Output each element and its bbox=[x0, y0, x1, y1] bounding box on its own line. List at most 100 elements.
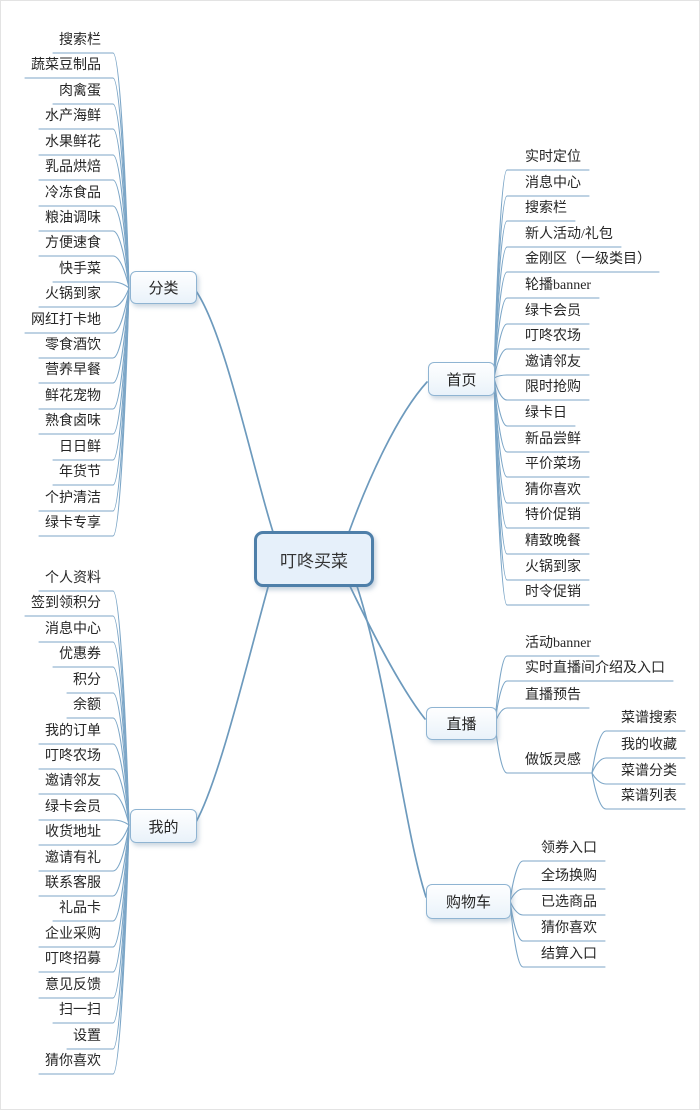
leaf-topic[interactable]: 火锅到家 bbox=[525, 560, 581, 575]
leaf-topic[interactable]: 结算入口 bbox=[541, 947, 597, 962]
leaf-connector-line bbox=[591, 772, 686, 810]
leaf-topic[interactable]: 全场换购 bbox=[541, 869, 597, 884]
leaf-connector-line bbox=[38, 230, 130, 289]
leaf-topic[interactable]: 邀请有礼 bbox=[45, 851, 101, 866]
leaf-topic[interactable]: 新品尝鲜 bbox=[525, 432, 581, 447]
leaf-topic[interactable]: 水产海鲜 bbox=[45, 109, 101, 124]
leaf-topic[interactable]: 叮咚农场 bbox=[45, 749, 101, 764]
leaf-topic[interactable]: 我的收藏 bbox=[621, 738, 677, 753]
leaf-topic[interactable]: 收货地址 bbox=[45, 825, 101, 840]
leaf-topic[interactable]: 猜你喜欢 bbox=[541, 921, 597, 936]
leaf-connector-line bbox=[591, 772, 686, 785]
leaf-topic[interactable]: 设置 bbox=[73, 1029, 101, 1044]
leaf-topic[interactable]: 肉禽蛋 bbox=[59, 84, 101, 99]
leaf-topic[interactable]: 方便速食 bbox=[45, 236, 101, 251]
leaf-topic[interactable]: 时令促销 bbox=[525, 585, 581, 600]
leaf-topic[interactable]: 实时定位 bbox=[525, 150, 581, 165]
branch-node-live[interactable]: 直播 bbox=[426, 707, 497, 740]
branch-trunk-line bbox=[348, 381, 428, 533]
topic-with-children[interactable]: 做饭灵感 bbox=[525, 753, 581, 768]
leaf-topic[interactable]: 搜索栏 bbox=[59, 33, 101, 48]
leaf-connector-line bbox=[38, 255, 130, 289]
leaf-connector-line bbox=[38, 824, 130, 1075]
branch-node-mine[interactable]: 我的 bbox=[130, 809, 197, 843]
leaf-topic[interactable]: 邀请邻友 bbox=[45, 774, 101, 789]
branch-trunk-line bbox=[195, 579, 271, 823]
leaf-topic[interactable]: 营养早餐 bbox=[45, 363, 101, 378]
leaf-topic[interactable]: 粮油调味 bbox=[45, 211, 101, 226]
leaf-topic[interactable]: 积分 bbox=[73, 673, 101, 688]
leaf-connector-line bbox=[591, 730, 686, 774]
leaf-topic[interactable]: 轮播banner bbox=[525, 278, 592, 293]
branch-node-categories[interactable]: 分类 bbox=[130, 271, 197, 304]
leaf-topic[interactable]: 平价菜场 bbox=[525, 457, 581, 472]
leaf-topic[interactable]: 已选商品 bbox=[541, 895, 597, 910]
leaf-topic[interactable]: 活动banner bbox=[525, 636, 592, 651]
leaf-topic[interactable]: 冷冻食品 bbox=[45, 186, 101, 201]
leaf-connector-line bbox=[38, 793, 130, 826]
leaf-connector-line bbox=[52, 281, 130, 289]
leaf-topic[interactable]: 礼品卡 bbox=[59, 901, 101, 916]
leaf-topic[interactable]: 绿卡会员 bbox=[45, 800, 101, 815]
leaf-topic[interactable]: 实时直播间介绍及入口 bbox=[525, 661, 665, 676]
leaf-topic[interactable]: 联系客服 bbox=[45, 876, 101, 891]
leaf-topic[interactable]: 猜你喜欢 bbox=[525, 483, 581, 498]
leaf-topic[interactable]: 特价促销 bbox=[525, 508, 581, 523]
branch-node-cart[interactable]: 购物车 bbox=[426, 884, 511, 919]
leaf-connector-line bbox=[38, 824, 130, 973]
leaf-topic[interactable]: 绿卡日 bbox=[525, 406, 567, 421]
leaf-topic[interactable]: 领券入口 bbox=[541, 841, 597, 856]
leaf-connector-line bbox=[494, 707, 590, 724]
leaf-topic[interactable]: 蔬菜豆制品 bbox=[31, 58, 101, 73]
leaf-topic[interactable]: 年货节 bbox=[59, 465, 101, 480]
leaf-topic[interactable]: 限时抢购 bbox=[525, 380, 581, 395]
leaf-topic[interactable]: 叮咚招募 bbox=[45, 952, 101, 967]
leaf-topic[interactable]: 熟食卤味 bbox=[45, 414, 101, 429]
branch-trunk-line bbox=[195, 290, 274, 533]
leaf-topic[interactable]: 金刚区（一级类目） bbox=[525, 252, 651, 267]
branch-trunk-line bbox=[346, 579, 426, 720]
leaf-topic[interactable]: 邀请邻友 bbox=[525, 355, 581, 370]
central-topic[interactable]: 叮咚买菜 bbox=[254, 531, 374, 587]
leaf-topic[interactable]: 消息中心 bbox=[45, 622, 101, 637]
leaf-connector-line bbox=[38, 824, 130, 846]
leaf-connector-line bbox=[493, 374, 590, 379]
leaf-topic[interactable]: 新人活动/礼包 bbox=[525, 227, 613, 242]
leaf-connector-line bbox=[38, 287, 130, 308]
leaf-topic[interactable]: 火锅到家 bbox=[45, 287, 101, 302]
leaf-topic[interactable]: 日日鲜 bbox=[59, 440, 101, 455]
leaf-connector-line bbox=[591, 757, 686, 774]
leaf-topic[interactable]: 网红打卡地 bbox=[31, 313, 101, 328]
leaf-topic[interactable]: 零食酒饮 bbox=[45, 338, 101, 353]
leaf-topic[interactable]: 猜你喜欢 bbox=[45, 1054, 101, 1069]
leaf-topic[interactable]: 菜谱搜索 bbox=[621, 711, 677, 726]
leaf-topic[interactable]: 叮咚农场 bbox=[525, 329, 581, 344]
leaf-topic[interactable]: 直播预告 bbox=[525, 688, 581, 703]
leaf-topic[interactable]: 我的订单 bbox=[45, 724, 101, 739]
leaf-topic[interactable]: 水果鲜花 bbox=[45, 135, 101, 150]
leaf-connector-line bbox=[493, 377, 590, 606]
leaf-topic[interactable]: 签到领积分 bbox=[31, 596, 101, 611]
leaf-topic[interactable]: 菜谱分类 bbox=[621, 764, 677, 779]
leaf-topic[interactable]: 扫一扫 bbox=[59, 1003, 101, 1018]
leaf-topic[interactable]: 绿卡专享 bbox=[45, 516, 101, 531]
leaf-topic[interactable]: 绿卡会员 bbox=[525, 304, 581, 319]
branch-node-home[interactable]: 首页 bbox=[428, 362, 495, 396]
leaf-topic[interactable]: 菜谱列表 bbox=[621, 789, 677, 804]
leaf-topic[interactable]: 企业采购 bbox=[45, 927, 101, 942]
leaf-topic[interactable]: 意见反馈 bbox=[45, 978, 101, 993]
leaf-topic[interactable]: 乳品烘焙 bbox=[45, 160, 101, 175]
leaf-topic[interactable]: 鲜花宠物 bbox=[45, 389, 101, 404]
leaf-topic[interactable]: 精致晚餐 bbox=[525, 534, 581, 549]
leaf-topic[interactable]: 搜索栏 bbox=[525, 201, 567, 216]
leaf-topic[interactable]: 个护清洁 bbox=[45, 491, 101, 506]
leaf-topic[interactable]: 消息中心 bbox=[525, 176, 581, 191]
leaf-topic[interactable]: 优惠券 bbox=[59, 647, 101, 662]
leaf-connector-line bbox=[38, 819, 130, 826]
leaf-connector-line bbox=[38, 287, 130, 537]
leaf-topic[interactable]: 个人资料 bbox=[45, 571, 101, 586]
leaf-topic[interactable]: 余额 bbox=[73, 698, 101, 713]
leaf-topic[interactable]: 快手菜 bbox=[59, 262, 101, 277]
